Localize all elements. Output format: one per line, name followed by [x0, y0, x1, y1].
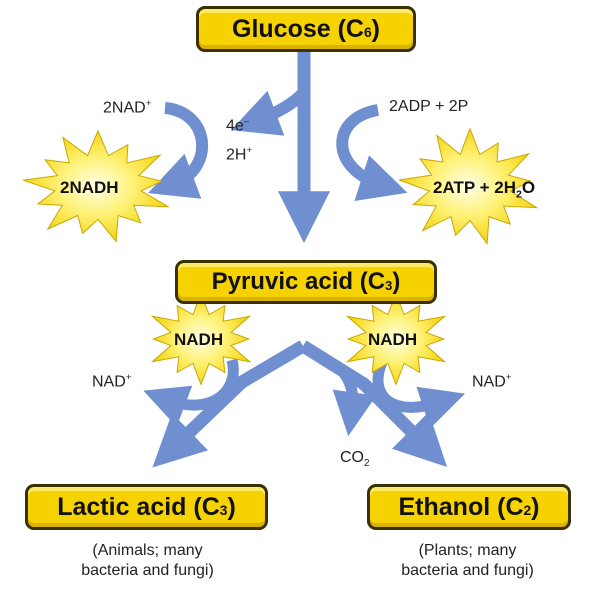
pyruvic-formula-open: (C: [359, 268, 386, 295]
ethanol-carbon-count: 2: [523, 502, 532, 518]
label-2nad-text: 2NAD: [103, 99, 146, 117]
pyruvic-to-lactic-arrow: [152, 340, 307, 468]
pyruvic-to-ethanol-arrow: [299, 340, 448, 468]
star-atp-pre: 2ATP + 2H: [433, 178, 516, 197]
nadh-to-nad-left-curve-arrow: [143, 358, 239, 427]
nad-to-nadh-curve-arrow: [148, 102, 209, 199]
ethanol-formula-close: ): [531, 492, 540, 521]
lactic-formula-open: (C: [193, 492, 220, 521]
label-nad-left-text: NAD: [92, 373, 126, 391]
ethanol-note-line-1: (Plants; many: [418, 542, 517, 559]
ethanol-name: Ethanol: [398, 492, 491, 521]
starburst-nadh-right: [345, 292, 447, 386]
label-co2: CO2: [340, 450, 370, 469]
pyruvic-formula-close: ): [392, 268, 401, 295]
starburst-atp: [399, 127, 539, 245]
starburst-2nadh: [22, 129, 169, 243]
nadh-to-nad-right-curve-arrow: [372, 359, 466, 429]
glucose-name: Glucose: [232, 14, 331, 43]
lactic-name: Lactic acid: [57, 492, 187, 521]
lactic-note-line-1: (Animals; many: [92, 542, 203, 559]
electron-branch-arrow: [231, 87, 309, 136]
label-electrons: 4e–: [226, 117, 249, 134]
star-atp-subscript: 2: [516, 188, 522, 201]
lactic-carbon-count: 3: [219, 502, 228, 518]
label-nad-right-text: NAD: [472, 373, 506, 391]
ethanol-note: (Plants; many bacteria and fungi): [360, 541, 575, 581]
lactic-formula-close: ): [227, 492, 236, 521]
ethanol-formula-open: (C: [497, 492, 524, 521]
starburst-nadh-left: [150, 292, 252, 386]
label-nad-left-charge: +: [125, 372, 132, 383]
co2-release-arrow: [332, 361, 377, 437]
glucose-formula-close: ): [371, 14, 380, 43]
label-2nad-plus: 2NAD+: [103, 99, 151, 116]
pyruvic-name: Pyruvic acid: [211, 268, 354, 295]
label-nad-right-charge: +: [505, 372, 512, 383]
label-nad-left: NAD+: [92, 373, 131, 390]
label-co2-subscript: 2: [364, 458, 370, 470]
star-text-2nadh: 2NADH: [60, 178, 119, 197]
label-co2-text: CO: [340, 449, 364, 466]
label-electrons-charge: –: [243, 116, 250, 127]
label-2nad-charge: +: [145, 98, 152, 109]
glucose-formula-open: (C: [337, 14, 364, 43]
label-electrons-text: 4e: [226, 117, 244, 135]
star-text-nadh-left: NADH: [174, 330, 224, 349]
star-text-nadh-right: NADH: [368, 330, 418, 349]
ethanol-note-line-2: bacteria and fungi): [401, 562, 534, 579]
lactic-note: (Animals; many bacteria and fungi): [40, 541, 255, 581]
label-protons-charge: +: [246, 145, 253, 156]
label-nad-right: NAD+: [472, 373, 511, 390]
label-2adp-2p: 2ADP + 2P: [389, 98, 469, 115]
star-text-atp: 2ATP + 2H2O: [433, 179, 535, 200]
glucose-carbon-count: 6: [364, 24, 372, 40]
star-atp-post: O: [521, 178, 536, 197]
label-protons: 2H+: [226, 146, 252, 163]
adp-to-atp-curve-arrow: [336, 104, 408, 201]
pyruvic-carbon-count: 3: [385, 277, 393, 293]
label-protons-text: 2H: [226, 146, 247, 164]
lactic-note-line-2: bacteria and fungi): [81, 562, 214, 579]
